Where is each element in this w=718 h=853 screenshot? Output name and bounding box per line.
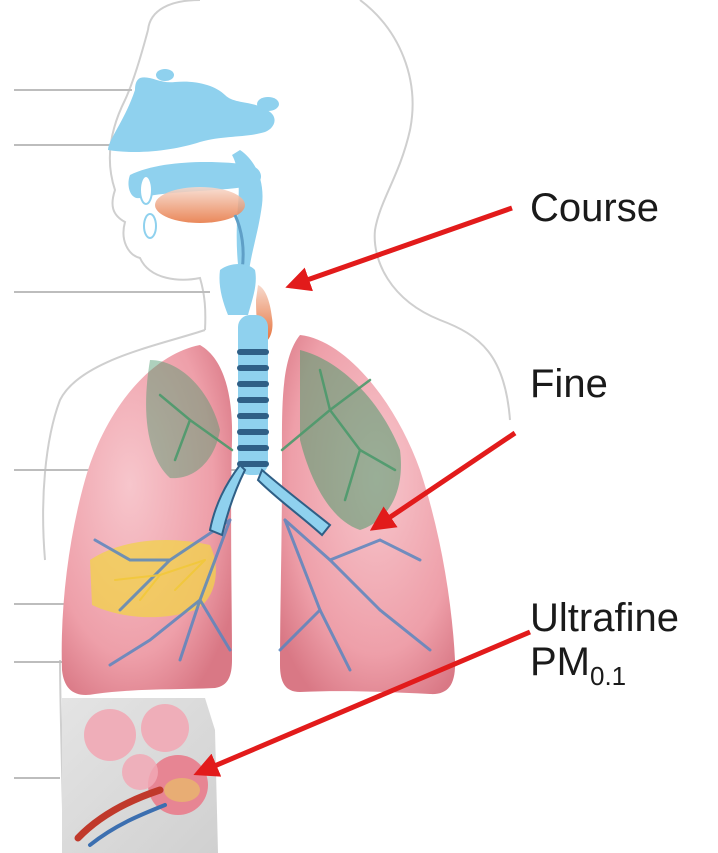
lip-lower [144,214,156,238]
alveolus-interior [164,778,200,802]
alveolus-cluster-a [84,709,136,761]
sinus-right [257,97,279,111]
mouth-throat-glow [155,187,245,223]
lip-upper [140,176,152,204]
alveoli-inset [62,698,218,853]
larynx [219,264,255,315]
course-arrow [290,208,512,286]
ultrafine-label: Ultrafine [530,596,679,640]
nasal-cavity [108,77,275,152]
alveolus-cluster-b [141,704,189,752]
pm-label: PM0.1 [530,640,626,684]
course-label: Course [530,186,659,230]
sinus-left [156,69,174,81]
upper-airway [108,69,279,280]
alveolus-cluster-d [122,754,158,790]
fine-label: Fine [530,362,608,406]
pm-label-main: PM [530,640,590,684]
pm-label-subscript: 0.1 [590,661,626,691]
